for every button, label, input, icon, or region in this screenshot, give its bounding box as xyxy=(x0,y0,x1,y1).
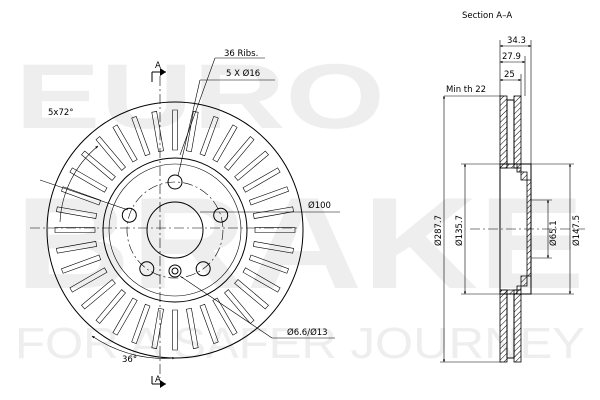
rib-slot xyxy=(95,136,126,171)
rib-slot xyxy=(242,267,281,293)
pcd-label: Ø100 xyxy=(308,200,331,211)
dim-hat-width: 27.9 xyxy=(502,52,521,62)
friction-face-inner-lower xyxy=(513,289,522,363)
locator-hole-outer xyxy=(168,264,182,278)
rib-slot xyxy=(61,186,102,206)
dim-thickness: 25 xyxy=(504,70,515,80)
rib-slot xyxy=(61,254,102,274)
rib-slot xyxy=(186,307,199,349)
min-thickness-label: Min th 22 xyxy=(446,85,486,95)
rib-slot xyxy=(151,111,164,153)
rib-slot xyxy=(224,136,255,171)
rib-slot xyxy=(81,279,116,310)
bolt-hole xyxy=(195,261,211,277)
rib-slot xyxy=(199,116,219,157)
ribs-leader xyxy=(179,57,216,156)
friction-face-outer-lower xyxy=(499,289,508,363)
rib-slot xyxy=(252,241,294,254)
dim-outer-diameter: Ø287.7 xyxy=(433,215,444,246)
bolt-hole xyxy=(213,207,229,223)
rib-slot xyxy=(252,206,294,219)
hat-step-edge xyxy=(108,163,242,297)
bolt-circle xyxy=(126,181,224,279)
bolt-angle-label: 5x72° xyxy=(48,108,74,118)
rib-slot xyxy=(69,167,108,193)
rib-angle-arc xyxy=(91,335,176,360)
rib-slot xyxy=(95,289,126,324)
rib-slot xyxy=(81,150,116,181)
section-view: Section A–A 34.3 27.9 25 Min th 22 Ø287.… xyxy=(433,11,585,363)
watermark-tagline: FOR A SAFER JOURNEY xyxy=(15,319,585,368)
dim-inner-diameter: Ø135.7 xyxy=(454,215,465,246)
rib-angle-label: 36° xyxy=(122,355,137,365)
bolt-hole xyxy=(167,174,183,190)
rib-slot xyxy=(254,227,296,233)
bolt-holes xyxy=(121,174,229,277)
friction-face-outer-upper xyxy=(499,95,508,169)
section-arrow-top xyxy=(160,68,166,76)
holes-leader xyxy=(177,79,201,177)
rib-slot xyxy=(54,227,96,233)
small-hole-leader xyxy=(179,275,273,339)
rib-slot xyxy=(112,297,138,336)
center-bore xyxy=(146,201,204,259)
bolt-hole xyxy=(121,207,137,223)
rib-slot xyxy=(112,124,138,163)
section-letter-bottom: A xyxy=(155,375,161,385)
small-hole-label: Ø6.6/Ø13 xyxy=(287,327,328,338)
watermark: EURO BRAKE FOR A SAFER JOURNEY xyxy=(15,46,585,368)
watermark-line1: EURO xyxy=(15,46,385,148)
dim-overall-width: 34.3 xyxy=(507,36,526,46)
rib-slot xyxy=(69,267,108,293)
rib-slot xyxy=(234,150,269,181)
rib-slot xyxy=(248,254,289,274)
vent-channel-upper xyxy=(506,99,515,165)
friction-face-inner-upper xyxy=(513,95,522,169)
front-view: A A 36 Ribs. 5 X Ø16 5x72° Ø100 Ø6.6/Ø13… xyxy=(30,49,340,388)
rib-slot xyxy=(248,186,289,206)
section-title: Section A–A xyxy=(462,11,512,21)
bolt-angle-extension xyxy=(39,179,129,211)
dim-hat-diameter: Ø147.5 xyxy=(571,215,582,246)
rib-slot xyxy=(131,116,151,157)
holes-label: 5 X Ø16 xyxy=(226,68,260,79)
bolt-hole xyxy=(139,261,155,277)
bolt-angle-arc xyxy=(59,145,99,223)
section-letter-top: A xyxy=(155,61,161,71)
rib-slot xyxy=(242,167,281,193)
section-arrow-bottom xyxy=(160,380,166,388)
rib-slot xyxy=(212,297,238,336)
ribs-label: 36 Ribs. xyxy=(224,49,258,59)
rib-slot xyxy=(212,124,238,163)
rib-slot xyxy=(56,241,98,254)
rib-slot xyxy=(199,303,219,344)
rib-slot xyxy=(172,109,178,151)
dim-center-bore: Ø65.1 xyxy=(548,220,559,246)
hat-outer-edge xyxy=(102,157,248,303)
rib-slot xyxy=(234,279,269,310)
rib-slot xyxy=(56,206,98,219)
locator-hole-inner xyxy=(171,267,179,275)
